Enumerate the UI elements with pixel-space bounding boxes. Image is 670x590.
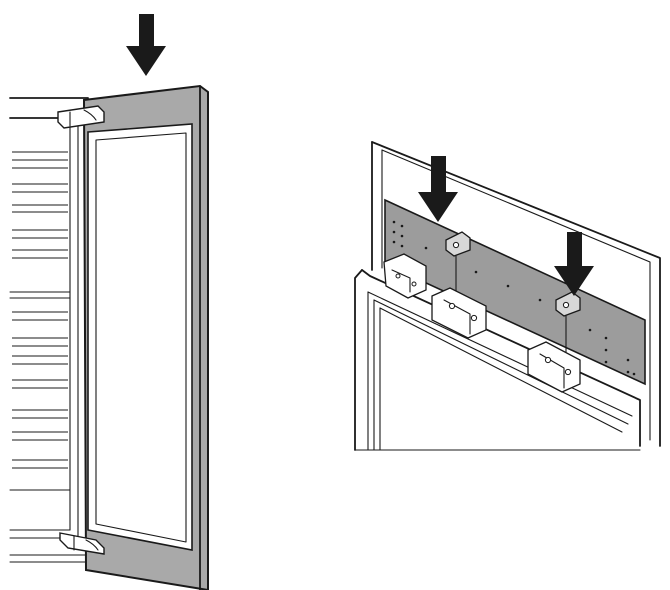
bracket-hole (604, 348, 608, 352)
cabinet-interior (9, 97, 89, 563)
push-down-arrow-icon (418, 156, 458, 222)
push-down-arrow-icon (126, 14, 166, 76)
cabinet-frame (354, 269, 641, 451)
hinge-pin-left (445, 231, 471, 301)
cabinet-door (82, 84, 209, 590)
bottom-hinge (59, 532, 105, 555)
door-panel-outline (371, 141, 661, 447)
bracket-hole (626, 370, 630, 374)
left-figure-door-on-cabinet (9, 14, 209, 590)
top-hinge (57, 105, 105, 129)
door-mounting-bracket (384, 198, 646, 386)
bracket-hole (392, 240, 396, 244)
bracket-hole (626, 358, 630, 362)
bracket-hole (474, 270, 478, 274)
bracket-hole (506, 284, 510, 288)
bracket-hole (604, 336, 608, 340)
bracket-hole (400, 234, 404, 238)
push-down-arrow-icon (554, 232, 594, 296)
bracket-holes (392, 220, 636, 376)
door-glass-panel (87, 123, 193, 551)
bracket-hole (392, 230, 396, 234)
bracket-hole (604, 360, 608, 364)
bracket-hole (400, 244, 404, 248)
bracket-hole (588, 328, 592, 332)
cabinet-shelves (12, 151, 68, 469)
bracket-hole (538, 298, 542, 302)
right-figure-bracket-on-hinges (354, 141, 661, 451)
bracket-hole (392, 220, 396, 224)
bracket-hole (400, 224, 404, 228)
bracket-hole (424, 246, 428, 250)
cabinet-hinge-right (527, 341, 581, 393)
cabinet-hinge-left (383, 253, 487, 339)
bracket-hole (632, 372, 636, 376)
